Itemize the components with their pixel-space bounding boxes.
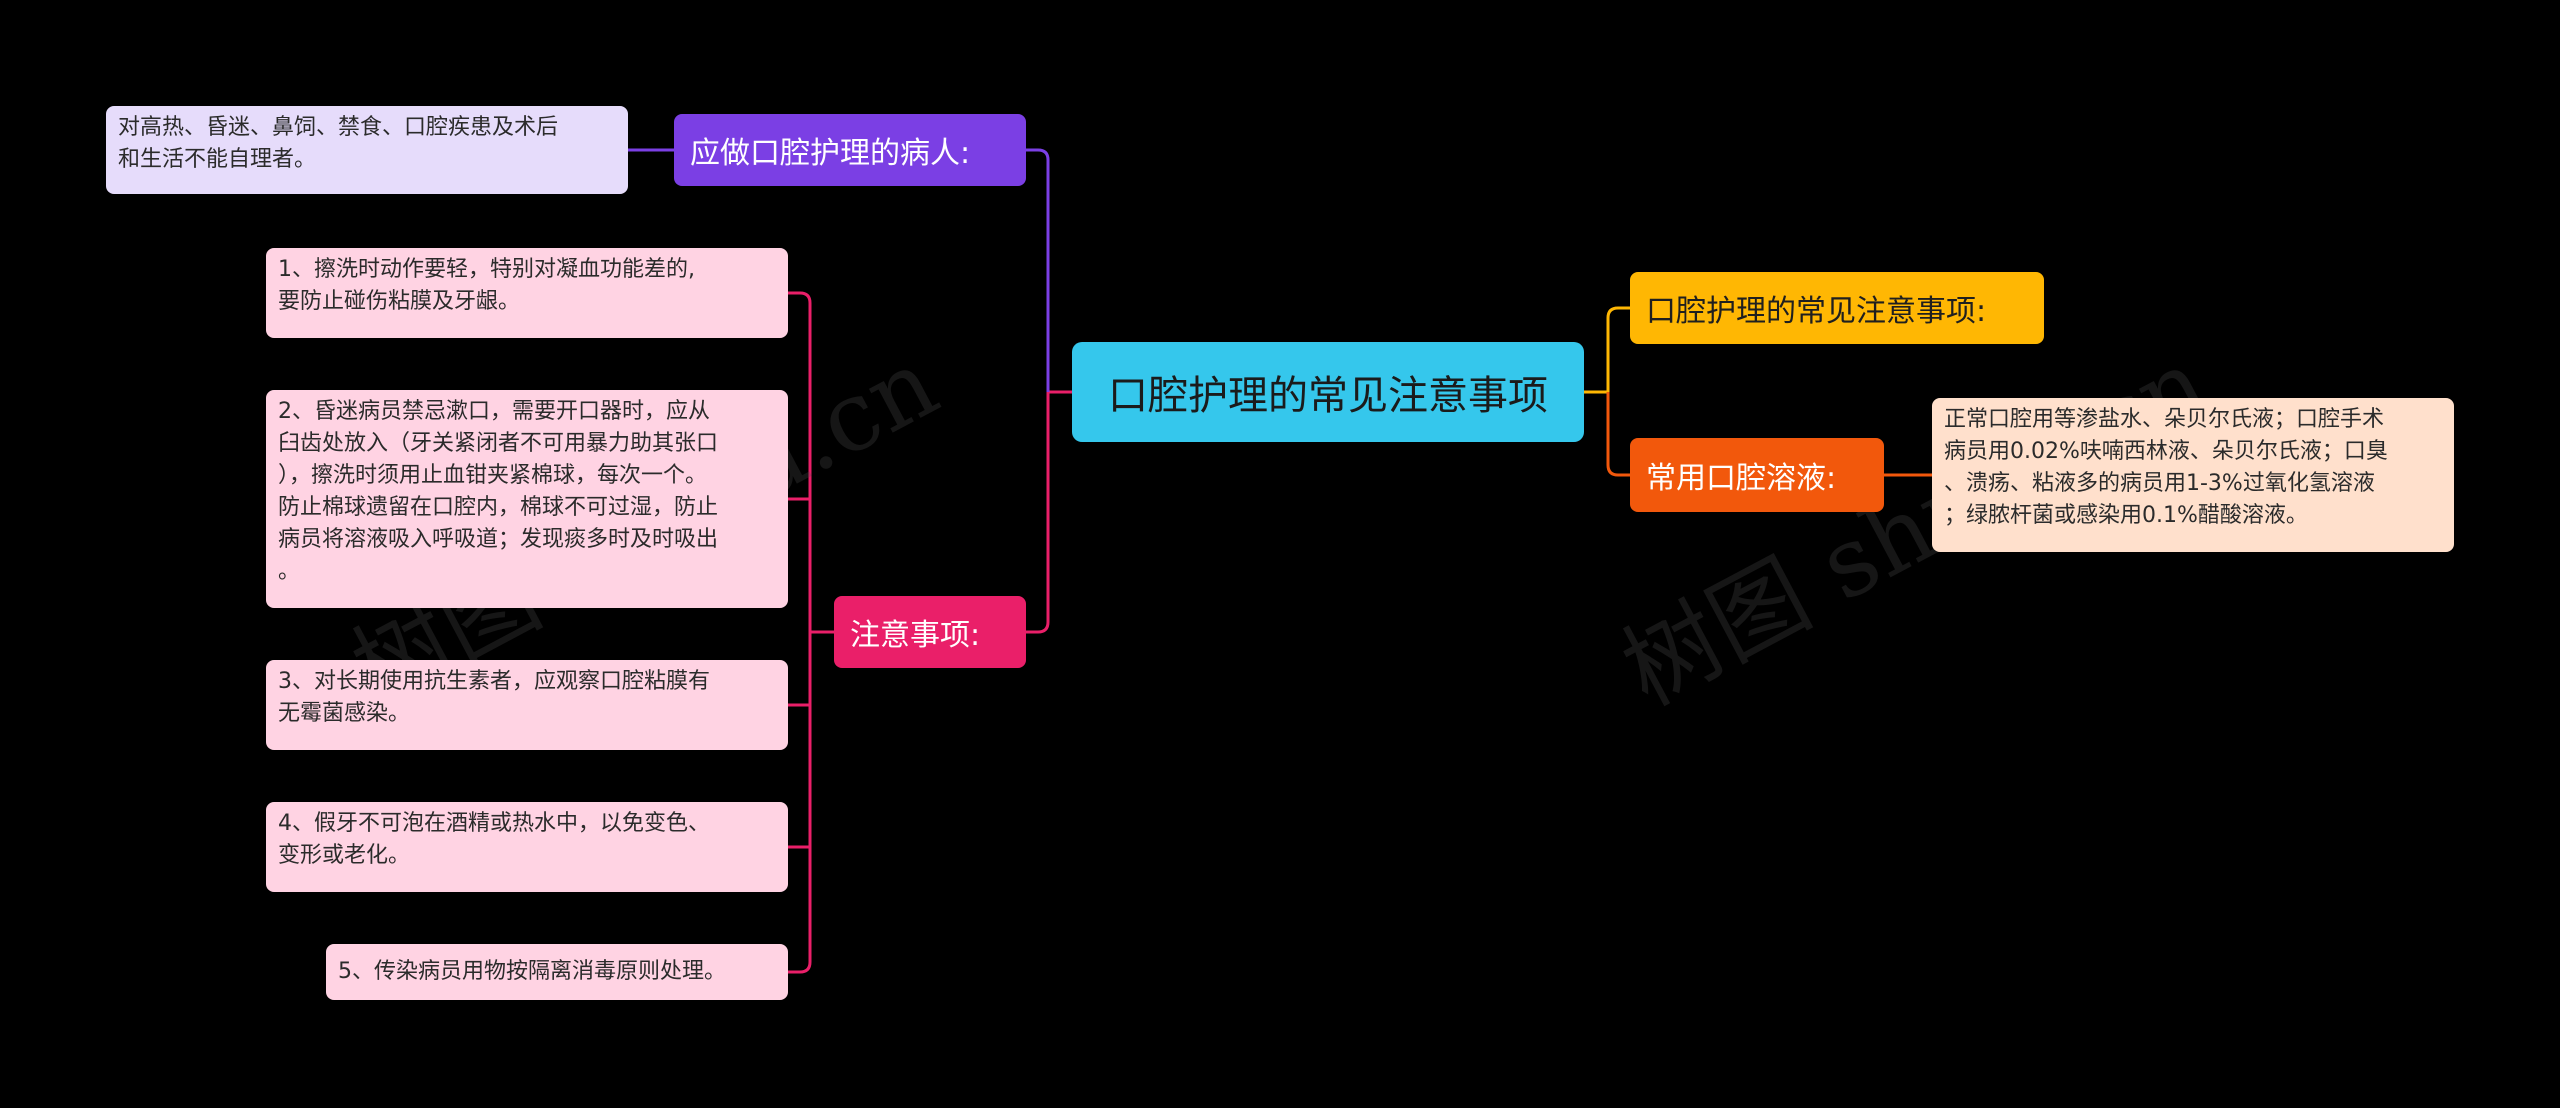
- connector-root-notes: [1026, 392, 1050, 634]
- branch-patients-label: 应做口腔护理的病人:: [690, 136, 971, 171]
- branch-common[interactable]: 口腔护理的常见注意事项:: [1630, 272, 2044, 344]
- leaf-solutions-1-text: 正常口腔用等渗盐水、朵贝尔氏液；口腔手术 病员用0.02%呋喃西林液、朵贝尔氏液…: [1944, 407, 2388, 528]
- branch-solutions[interactable]: 常用口腔溶液:: [1630, 438, 1884, 512]
- root-topic[interactable]: 口腔护理的常见注意事项: [1072, 342, 1584, 442]
- connector-notes-leaf-5: [788, 961, 812, 974]
- leaf-patients-1[interactable]: 对高热、昏迷、鼻饲、禁食、口腔疾患及术后 和生活不能自理者。: [106, 106, 628, 194]
- connector-root-common: [1606, 306, 1630, 392]
- leaf-notes-2-text: 2、昏迷病员禁忌漱口，需要开口器时，应从 臼齿处放入（牙关紧闭者不可用暴力助其张…: [278, 399, 719, 584]
- branch-patients[interactable]: 应做口腔护理的病人:: [674, 114, 1026, 186]
- leaf-patients-1-text: 对高热、昏迷、鼻饲、禁食、口腔疾患及术后 和生活不能自理者。: [118, 115, 559, 172]
- leaf-notes-4-text: 4、假牙不可泡在酒精或热水中，以免变色、 变形或老化。: [278, 811, 710, 868]
- leaf-notes-4[interactable]: 4、假牙不可泡在酒精或热水中，以免变色、 变形或老化。: [266, 802, 788, 892]
- branch-solutions-label: 常用口腔溶液:: [1646, 461, 1837, 496]
- leaf-notes-2[interactable]: 2、昏迷病员禁忌漱口，需要开口器时，应从 臼齿处放入（牙关紧闭者不可用暴力助其张…: [266, 390, 788, 608]
- leaf-notes-1-text: 1、擦洗时动作要轻，特别对凝血功能差的, 要防止碰伤粘膜及牙龈。: [278, 257, 695, 314]
- branch-notes[interactable]: 注意事项:: [834, 596, 1026, 668]
- leaf-notes-3[interactable]: 3、对长期使用抗生素者，应观察口腔粘膜有 无霉菌感染。: [266, 660, 788, 750]
- leaf-solutions-1[interactable]: 正常口腔用等渗盐水、朵贝尔氏液；口腔手术 病员用0.02%呋喃西林液、朵贝尔氏液…: [1932, 398, 2454, 552]
- root-topic-label: 口腔护理的常见注意事项: [1108, 373, 1548, 419]
- connector-root-patients: [1026, 148, 1050, 392]
- connector-root-solutions: [1606, 392, 1630, 477]
- leaf-notes-5[interactable]: 5、传染病员用物按隔离消毒原则处理。: [326, 944, 788, 1000]
- branch-common-label: 口腔护理的常见注意事项:: [1646, 294, 1987, 329]
- connector-notes-leaf-1: [788, 291, 812, 304]
- leaf-notes-5-text: 5、传染病员用物按隔离消毒原则处理。: [338, 959, 726, 984]
- leaf-notes-1[interactable]: 1、擦洗时动作要轻，特别对凝血功能差的, 要防止碰伤粘膜及牙龈。: [266, 248, 788, 338]
- leaf-notes-3-text: 3、对长期使用抗生素者，应观察口腔粘膜有 无霉菌感染。: [278, 669, 710, 726]
- branch-notes-label: 注意事项:: [850, 618, 981, 653]
